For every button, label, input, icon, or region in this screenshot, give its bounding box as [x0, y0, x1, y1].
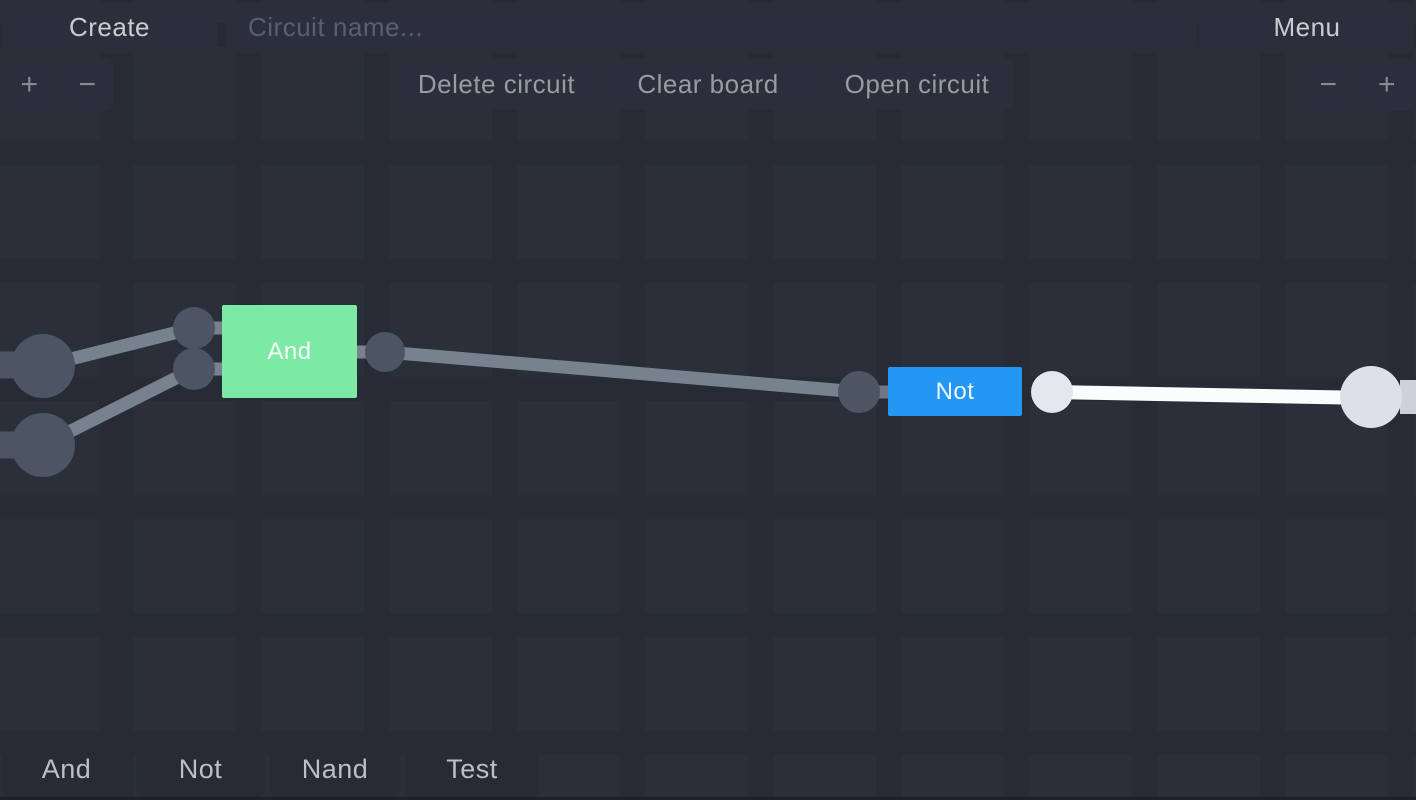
- pin-and-in-1[interactable]: [173, 307, 215, 349]
- minus-icon: −: [1319, 67, 1338, 101]
- bottom-edge-divider: [0, 797, 1416, 800]
- input-node-2[interactable]: [11, 413, 75, 477]
- palette-item-label: Nand: [301, 754, 369, 784]
- zoom-out-button-right[interactable]: −: [1302, 58, 1355, 111]
- zoom-in-button-left[interactable]: +: [2, 58, 57, 111]
- wire-not-to-output[interactable]: [1051, 385, 1372, 405]
- menu-button-label: Menu: [1273, 12, 1341, 42]
- menu-button[interactable]: Menu: [1200, 2, 1414, 53]
- zoom-in-button-right[interactable]: +: [1359, 58, 1415, 111]
- palette-item-label: And: [41, 754, 92, 784]
- create-button-label: Create: [68, 12, 151, 42]
- palette-item-nand[interactable]: Nand: [270, 742, 400, 797]
- gate-and[interactable]: And: [222, 305, 357, 398]
- delete-circuit-label: Delete circuit: [417, 68, 576, 99]
- plus-icon: +: [1377, 67, 1397, 101]
- gate-not[interactable]: Not: [888, 367, 1022, 416]
- input-node-1[interactable]: [11, 334, 75, 398]
- gate-palette: And Not Nand Test: [2, 742, 539, 797]
- palette-item-label: Test: [446, 754, 498, 784]
- plus-icon: +: [20, 67, 39, 101]
- pin-not-in[interactable]: [838, 371, 880, 413]
- output-node[interactable]: [1340, 366, 1402, 428]
- palette-item-and[interactable]: And: [2, 742, 131, 797]
- delete-circuit-button[interactable]: Delete circuit: [397, 58, 596, 110]
- palette-item-test[interactable]: Test: [405, 742, 539, 797]
- circuit-name-input[interactable]: [226, 2, 1196, 53]
- open-circuit-label: Open circuit: [844, 68, 990, 99]
- clear-board-button[interactable]: Clear board: [601, 58, 815, 110]
- palette-item-not[interactable]: Not: [136, 742, 265, 797]
- clear-board-label: Clear board: [637, 68, 779, 99]
- pin-not-out[interactable]: [1031, 371, 1073, 413]
- minus-icon: −: [78, 67, 97, 101]
- zoom-out-button-left[interactable]: −: [62, 58, 113, 111]
- palette-item-label: Not: [178, 754, 223, 784]
- create-button[interactable]: Create: [2, 2, 217, 53]
- open-circuit-button[interactable]: Open circuit: [820, 58, 1014, 110]
- pin-and-out[interactable]: [365, 332, 405, 372]
- pin-and-in-2[interactable]: [173, 348, 215, 390]
- wire-and-to-not[interactable]: [384, 345, 860, 399]
